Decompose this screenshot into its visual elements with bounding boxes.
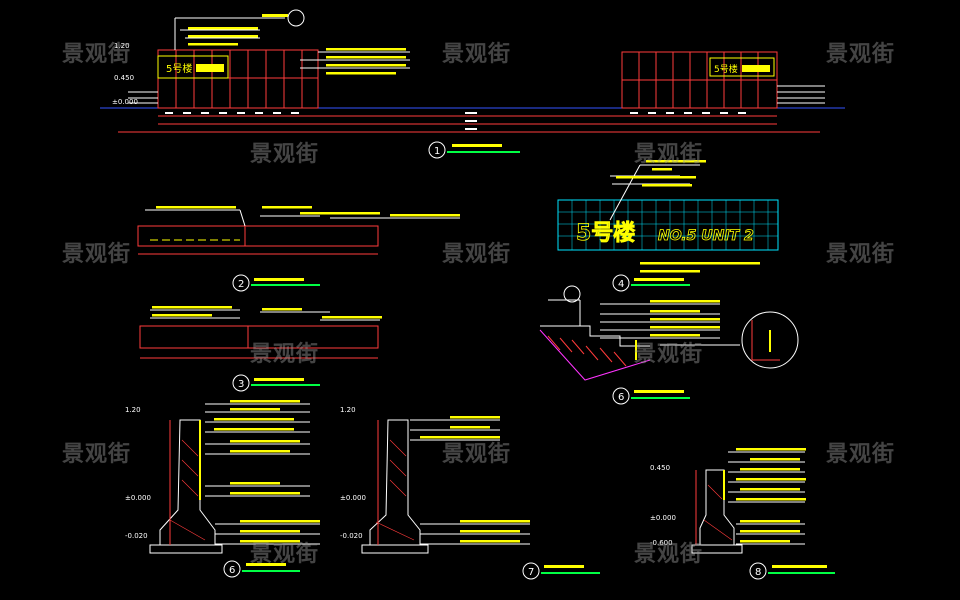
detail-2-outline: [137, 225, 379, 247]
left-sign-text: 5号楼: [166, 62, 192, 75]
elevation-mark-mid: 0.450: [114, 74, 134, 82]
detail-5-ref-bubble: [563, 285, 581, 303]
detail-1-elevation: 5号楼: [100, 9, 845, 159]
section-6-elev-bot: -0.020: [125, 532, 148, 540]
detail-7-title-text: [544, 565, 584, 568]
detail-3-note-text: [152, 306, 382, 319]
detail-6-title-text: [246, 563, 286, 566]
detail-3-outline: [139, 325, 379, 349]
sign-detail-cn: 5号楼: [576, 221, 635, 246]
detail-1-index-circle: [428, 141, 446, 159]
section-6-footing: [149, 544, 223, 554]
detail-1-leaders: [174, 17, 410, 69]
section-8-leaders: [728, 451, 805, 545]
detail-3-title-text: [254, 378, 304, 381]
section-8-elev-bot: -0.600: [650, 539, 673, 547]
detail-4-index-number: 4: [618, 279, 624, 290]
right-sign-frame: [709, 57, 775, 77]
detail-1-index-number: 1: [434, 146, 440, 157]
section-7-elev-top: 1.20: [340, 406, 356, 414]
detail-5-enlarge-profile: [751, 320, 780, 361]
left-wall-panel-grid: [158, 50, 318, 108]
detail-6-index-number: 6: [229, 565, 235, 576]
detail-5-step-section: 6: [539, 285, 799, 405]
section-8-footing: [691, 544, 743, 554]
detail-1-dimension-text: [165, 112, 746, 130]
section-7-note-text: [420, 416, 530, 543]
detail-7-index-number: 7: [528, 567, 534, 578]
sign-grid-frame: [557, 199, 779, 251]
left-sign-en-bar: [196, 64, 224, 72]
detail-3-plan: 3: [139, 306, 382, 392]
detail-5-index-number: 6: [618, 392, 624, 403]
detail-5-title-text: [634, 390, 684, 393]
detail-4-note-text: [616, 160, 760, 273]
step-base: [539, 329, 651, 381]
detail-3-index-circle: [232, 374, 250, 392]
detail-3-index-number: 3: [238, 379, 244, 390]
detail-2-leaders: [145, 209, 460, 227]
section-8-elev-top: 0.450: [650, 464, 670, 472]
detail-8-title-text: [772, 565, 827, 568]
detail-6-index-circle: [223, 560, 241, 578]
section-6-note-text: [214, 400, 320, 543]
detail-2-index-number: 2: [238, 279, 244, 290]
detail-4-sign: 5号楼 NO.5 UNIT 2 4: [557, 160, 779, 292]
section-7-footing: [361, 544, 429, 554]
detail-1-note-text: [188, 14, 406, 75]
detail-6-section: 1.20 ±0.000 -0.020 6: [125, 400, 320, 578]
detail-8-section: 0.450 ±0.000 -0.600 8: [650, 448, 835, 580]
detail-5-index-circle: [612, 387, 630, 405]
detail-4-index-circle: [612, 274, 630, 292]
sign-detail-en: NO.5 UNIT 2: [658, 228, 754, 244]
sign-grid: [558, 200, 778, 250]
right-sign-en-bar: [742, 65, 770, 72]
right-wall-panel-grid: [622, 52, 777, 108]
section-6-leaders: [205, 403, 320, 545]
section-6-elev-mid: ±0.000: [125, 494, 151, 502]
detail-2-note-text: [156, 206, 460, 217]
detail-5-note-text: [650, 300, 720, 337]
section-8-note-text: [736, 448, 806, 543]
detail-3-leaders: [150, 309, 380, 321]
section-8-profile: [699, 469, 735, 546]
left-sign-frame: [157, 55, 229, 79]
detail-1-title-text: [452, 144, 502, 147]
detail-1-ref-bubble: [287, 9, 305, 27]
right-sign-text: 5号楼: [714, 63, 738, 75]
detail-5-enlarge-circle: [741, 311, 799, 369]
detail-2-plan: 2: [137, 206, 460, 292]
section-7-hatch: [375, 439, 415, 541]
detail-4-title-text: [634, 278, 684, 281]
elevation-mark-top: 1.20: [114, 42, 130, 50]
section-8-elev-mid: ±0.000: [650, 514, 676, 522]
section-8-hatch: [703, 484, 733, 541]
section-7-leaders: [410, 419, 530, 545]
section-6-profile: [159, 419, 216, 546]
section-7-elev-bot: -0.020: [340, 532, 363, 540]
step-profile: [540, 325, 650, 347]
left-wall-outline: [157, 49, 319, 109]
elevation-mark-ground: ±0.000: [112, 98, 138, 106]
detail-8-index-circle: [749, 562, 767, 580]
detail-8-index-number: 8: [755, 567, 761, 578]
detail-1-dimension-lines: [118, 115, 820, 133]
detail-5-leaders: [548, 299, 740, 346]
detail-7-index-circle: [522, 562, 540, 580]
detail-2-index-circle: [232, 274, 250, 292]
section-7-elev-mid: ±0.000: [340, 494, 366, 502]
step-hatch: [547, 335, 627, 367]
section-6-hatch: [169, 439, 206, 541]
detail-2-title-text: [254, 278, 304, 281]
section-6-elev-top: 1.20: [125, 406, 141, 414]
left-step-lines: [128, 91, 158, 104]
right-step-lines: [777, 85, 825, 104]
detail-7-section: 1.20 ±0.000 -0.020 7: [340, 406, 600, 580]
